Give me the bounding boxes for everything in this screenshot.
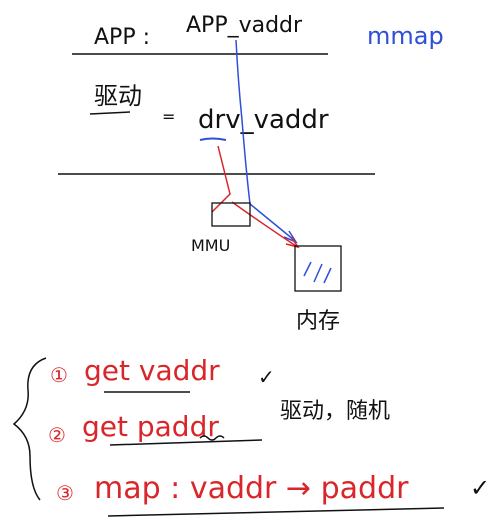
blue-arrow-head: [283, 230, 298, 244]
red-arrow-line: [231, 201, 297, 247]
step-1-checkmark: ✓: [258, 365, 275, 389]
step-2-note: 驱动，随机: [280, 399, 390, 424]
blue-mapping-line: [235, 39, 295, 241]
driver-underline: [89, 111, 131, 115]
mmu-label: MMU: [191, 236, 230, 255]
driver-label: 驱动: [94, 82, 142, 110]
memory-hatching: [303, 261, 332, 284]
red-arrow-head: [285, 236, 300, 249]
left-brace: [12, 357, 47, 501]
step-3-checkmark: ✓: [470, 474, 490, 502]
step-1-number: ①: [50, 363, 68, 387]
step-3-underline: [107, 507, 445, 517]
step-2-squiggle: [199, 435, 225, 441]
step-1-text: get vaddr: [84, 354, 220, 387]
step-3-number: ③: [56, 481, 74, 505]
step-2-underline: [109, 439, 263, 446]
app-label: APP :: [94, 25, 150, 50]
equals-sign: =: [162, 107, 175, 126]
mmap-label: mmap: [367, 22, 444, 50]
drv-vaddr-text: drv_vaddr: [198, 105, 329, 135]
memory-box: [294, 245, 342, 292]
step-3-text: map : vaddr → paddr: [94, 471, 409, 506]
app-vaddr-text: APP_vaddr: [186, 13, 303, 38]
step-2-text: get paddr: [82, 410, 219, 443]
drv-vaddr-underline: [199, 137, 227, 141]
step-2-number: ②: [48, 423, 66, 447]
mmu-box: [211, 202, 251, 227]
red-mapping-line: [211, 145, 231, 213]
memory-label: 内存: [296, 309, 340, 334]
